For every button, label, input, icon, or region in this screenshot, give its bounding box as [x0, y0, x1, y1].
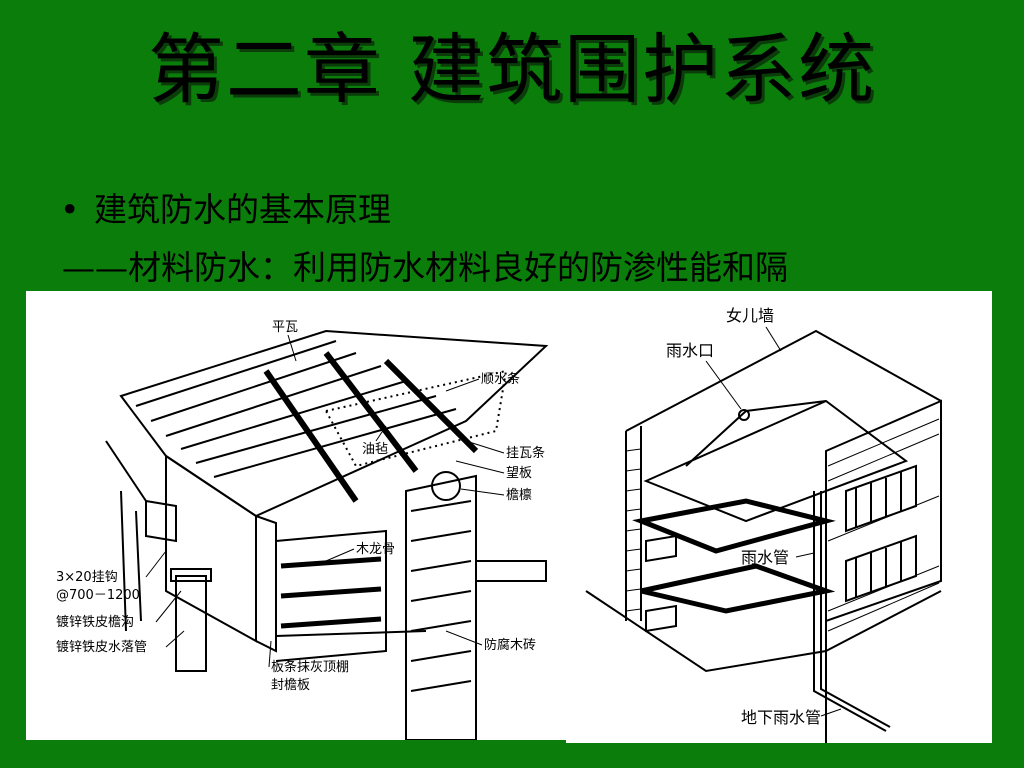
label-yu-shui-kou: 雨水口	[666, 341, 714, 360]
label-wang-ban: 望板	[506, 465, 532, 481]
slide-title: 第二章 建筑围护系统	[147, 25, 877, 114]
label-yan-lin: 檐檩	[506, 488, 532, 503]
label-spacing: @700－1200	[56, 588, 140, 603]
flat-roof-drawing: 女儿墙 雨水口 雨水管 地下雨水管	[585, 306, 942, 743]
label-di-xia-yu-shui-guan: 地下雨水管	[741, 708, 821, 727]
label-fang-fu-mu-zhuan: 防腐木砖	[484, 637, 536, 653]
flat-roof-building-figure: 女儿墙 雨水口 雨水管 地下雨水管	[566, 291, 992, 743]
label-nv-er-qiang: 女儿墙	[726, 306, 774, 325]
roof-eave-detail-figure: 平瓦 顺水条 油毡 挂瓦条 望板 檐檩 木龙骨 3×20挂钩 @700－1200…	[26, 291, 580, 740]
label-ban-tiao: 板条抹灰顶棚	[271, 659, 349, 675]
label-gua-wa-tiao: 挂瓦条	[506, 445, 545, 461]
label-shun-shui-tiao: 顺水条	[481, 371, 520, 387]
label-you-zhan: 油毡	[362, 442, 388, 457]
bullet-item: • 建筑防水的基本原理	[60, 188, 391, 232]
label-tian-gou: 镀锌铁皮檐沟	[56, 614, 134, 630]
label-ping-wa: 平瓦	[272, 320, 298, 335]
label-luo-guan: 镀锌铁皮水落管	[56, 639, 147, 655]
bullet-text: 建筑防水的基本原理	[94, 190, 391, 229]
label-mu-long-gu: 木龙骨	[356, 542, 395, 557]
label-gua-gou: 3×20挂钩	[56, 570, 118, 585]
roof-eave-drawing: 平瓦 顺水条 油毡 挂瓦条 望板 檐檩 木龙骨 3×20挂钩 @700－1200…	[56, 320, 549, 740]
bullet-symbol: •	[60, 190, 80, 229]
sub-text: ——材料防水：利用防水材料良好的防渗性能和隔	[62, 248, 788, 287]
label-yu-shui-guan: 雨水管	[741, 548, 789, 567]
label-feng-yan-ban: 封檐板	[271, 678, 310, 693]
